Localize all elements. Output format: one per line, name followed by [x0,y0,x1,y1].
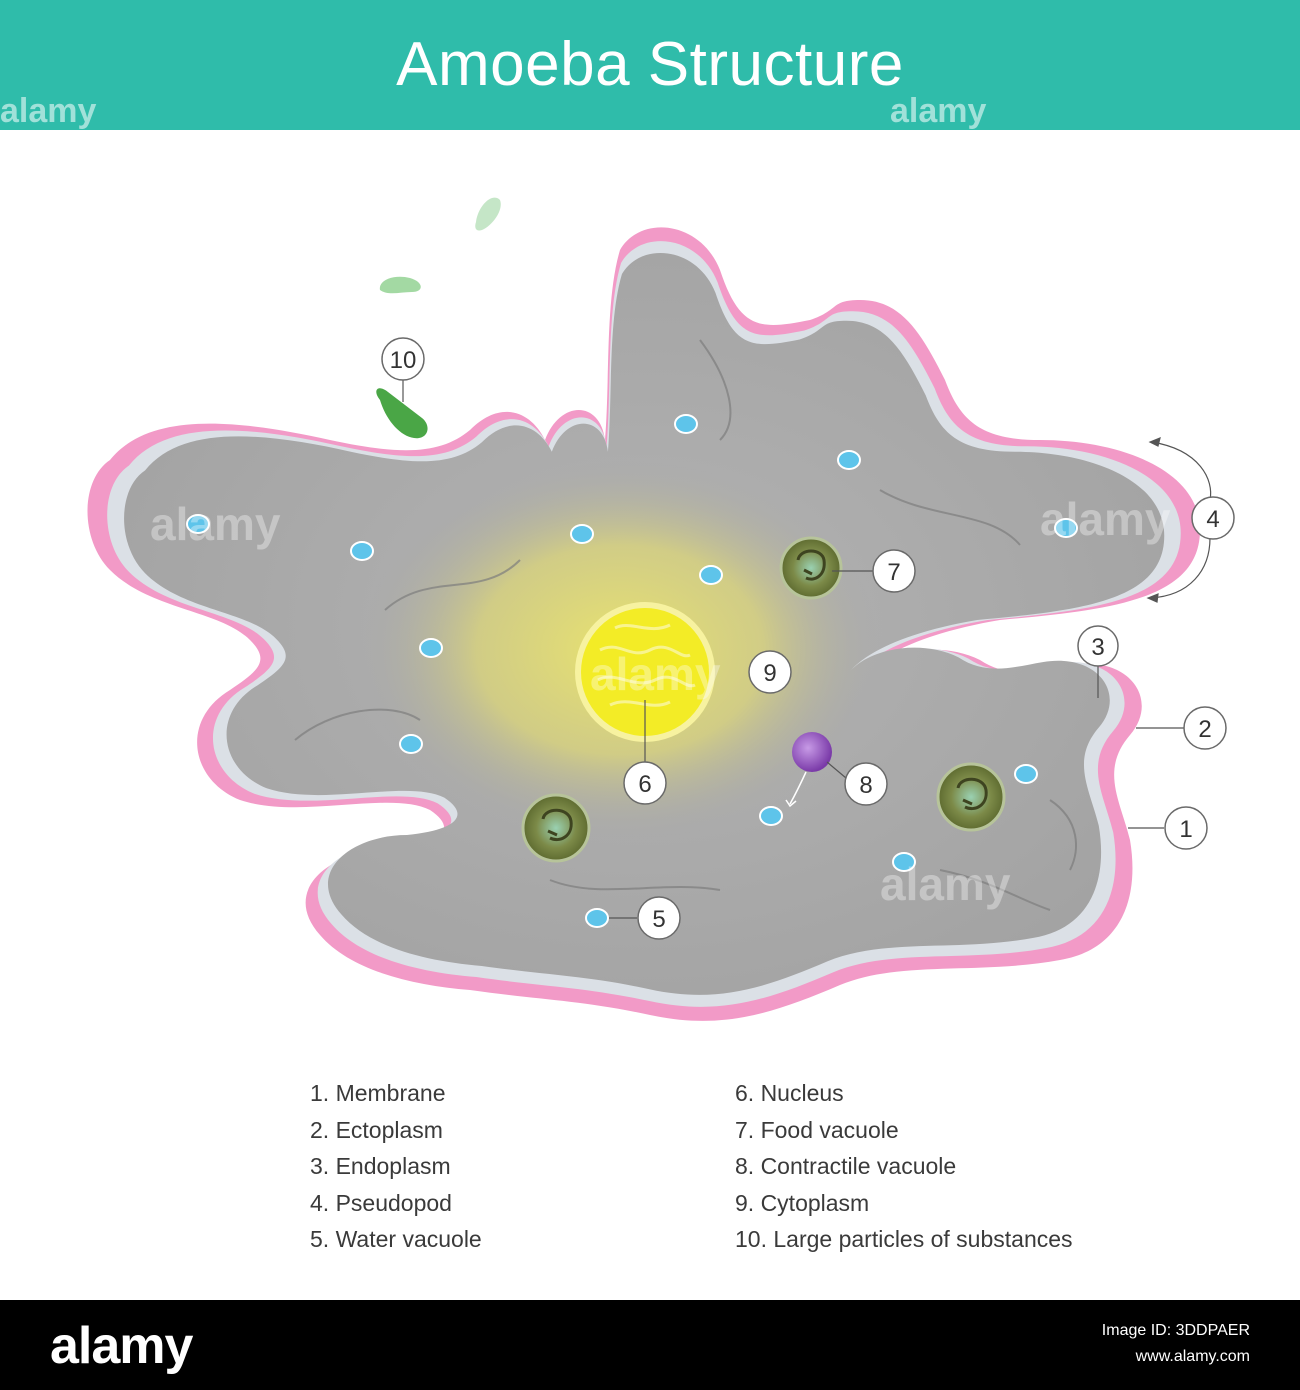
nucleus [575,602,715,742]
site-url: www.alamy.com [1135,1348,1250,1365]
water-vacuole [350,541,374,561]
callout-number: 9 [763,660,776,687]
legend-item-nucleus: 6. Nucleus [735,1080,844,1106]
callout-number: 1 [1179,816,1192,843]
legend-item-contractile-vacuole: 8. Contractile vacuole [735,1153,957,1179]
watermark: alamy [150,498,281,550]
title-banner: Amoeba Structure alamy alamy [0,0,1300,130]
watermark: alamy [590,648,721,700]
food-vacuole [779,536,843,600]
image-id: Image ID: 3DDPAER [1101,1322,1250,1339]
water-vacuole [419,638,443,658]
callout-number: 4 [1206,506,1219,533]
water-vacuole [1014,764,1038,784]
callout-4 [1191,496,1235,540]
water-vacuole [585,908,609,928]
callout-number: 3 [1091,634,1104,661]
water-vacuole [699,565,723,585]
watermark: alamy [890,92,987,130]
legend-item-water-vacuole: 5. Water vacuole [310,1226,482,1252]
callout-3 [1077,625,1119,667]
water-vacuoles [186,414,1078,928]
legend-item-food-vacuole: 7. Food vacuole [735,1116,899,1143]
callout-number: 7 [887,559,900,586]
leader-lines [402,380,1212,919]
callout-number: 2 [1198,716,1211,743]
callout-number: 8 [859,772,872,799]
water-vacuole [837,450,861,470]
particle [475,197,501,231]
water-vacuole [892,852,916,872]
legend-item-ectoplasm: 2. Ectoplasm [310,1116,443,1143]
callout-number: 6 [638,771,651,798]
watermark: alamy [880,858,1011,910]
page-title: Amoeba Structure [396,30,904,99]
legend-item-membrane: 1. Membrane [310,1080,446,1106]
callout-labels: 1 2 3 4 5 6 7 8 9 10 [390,347,1220,933]
legend-left: 1. Membrane 2. Ectoplasm 3. Endoplasm 4.… [310,1078,482,1261]
footer-logo: alamy [50,1317,193,1375]
watermark: alamy [1040,493,1171,545]
food-vacuole [521,793,591,863]
callouts [381,337,1235,940]
callout-6 [623,761,667,805]
food-vacuole [936,762,1006,832]
cytoplasm-streaks [294,339,1077,911]
callout-2 [1183,706,1227,750]
water-vacuole [674,414,698,434]
amoeba-diagram: 1 2 3 4 5 6 7 8 9 10 alamy alamy alamy a… [87,197,1235,1021]
callout-8 [844,762,888,806]
water-vacuole [759,806,783,826]
callout-number: 5 [652,906,665,933]
water-vacuole [570,524,594,544]
legend-item-pseudopod: 4. Pseudopod [310,1189,452,1216]
food-vacuoles [521,536,1006,863]
particle [376,388,428,439]
legend-item-large-particles: 10. Large particles of substances [735,1226,1073,1252]
footer-image-info: Image ID: 3DDPAER www.alamy.com [1102,1318,1250,1370]
callout-10 [381,337,425,381]
diagram-watermarks: alamy alamy alamy alamy [150,493,1171,910]
legend-item-endoplasm: 3. Endoplasm [310,1153,451,1179]
large-particles [376,197,501,439]
particle [379,276,421,294]
callout-7 [872,549,916,593]
legend-item-cytoplasm: 9. Cytoplasm [735,1189,870,1216]
watermark: alamy [0,92,97,130]
contractile-vacuole [785,732,832,808]
callout-1 [1164,806,1208,850]
water-vacuole [399,734,423,754]
callout-number: 10 [390,347,417,374]
callout-5 [637,896,681,940]
footer-bar: alamy Image ID: 3DDPAER www.alamy.com [0,1300,1300,1390]
water-vacuole [1054,518,1078,538]
callout-9 [748,650,792,694]
water-vacuole [186,514,210,534]
legend-right: 6. Nucleus 7. Food vacuole 8. Contractil… [735,1078,1073,1261]
